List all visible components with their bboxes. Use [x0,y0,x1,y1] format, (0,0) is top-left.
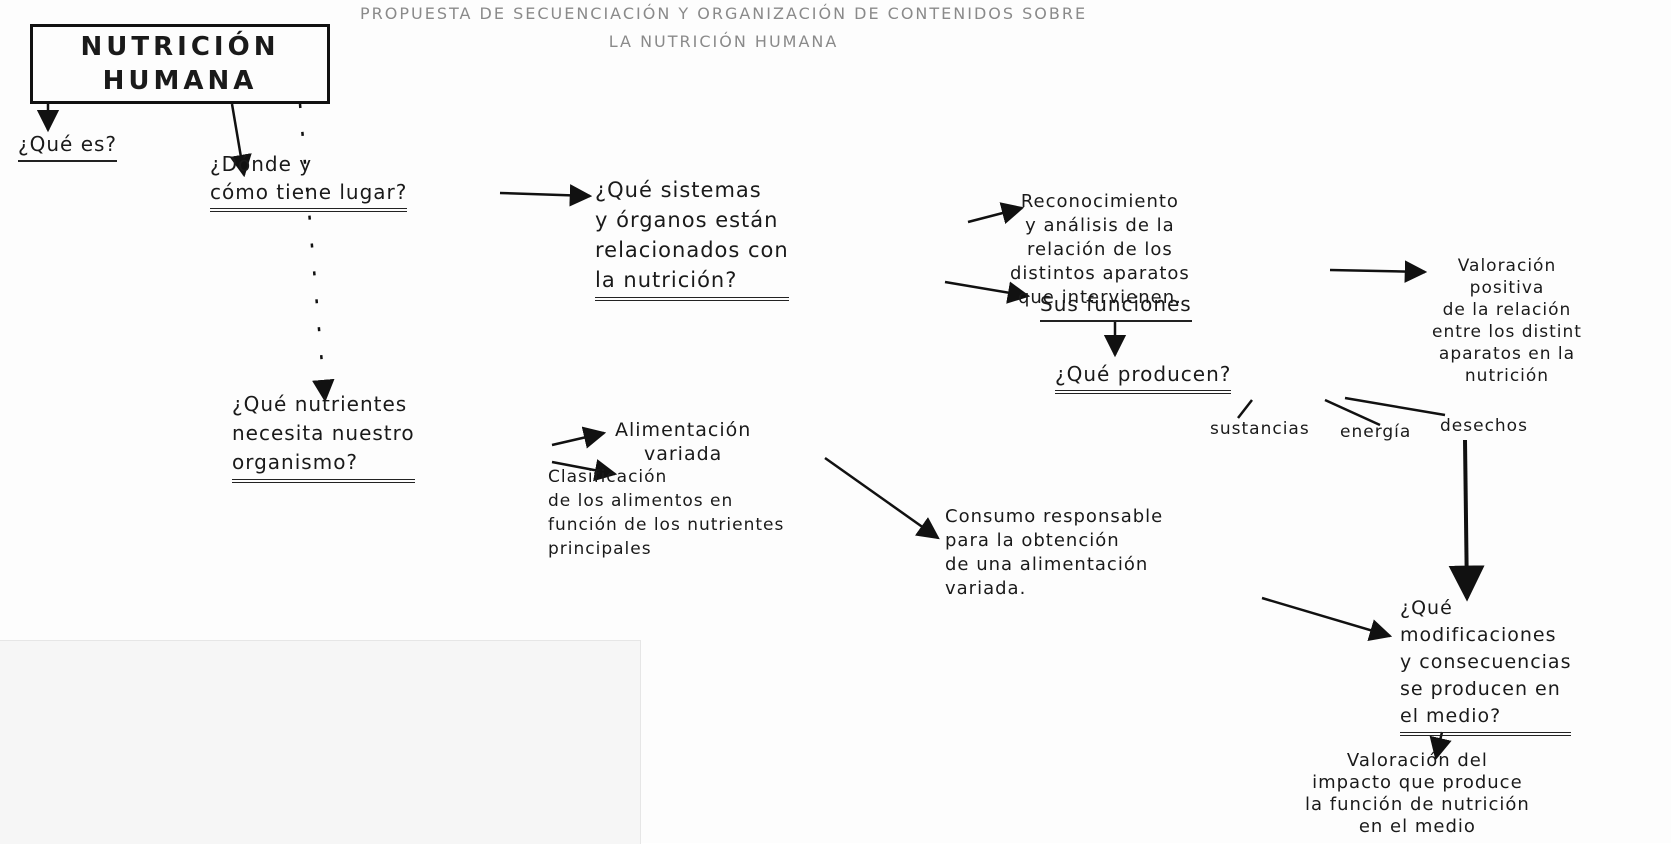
arrow-sistemas-to-reconocimiento [967,202,1025,224]
arrow-modificaciones-to-valoracion-impacto [1429,731,1452,761]
line-producen-to-desechos [1344,396,1446,417]
node-alimentacion-variada: Alimentación variada [615,419,752,465]
arrow-alimentacion-to-consumo [824,456,940,540]
node-energia: energía [1340,422,1412,442]
node-desechos: desechos [1440,416,1528,436]
scan-shadow [0,640,641,844]
arrow-consumo-to-modificaciones [1261,596,1393,642]
line-producen-to-energia [1324,398,1381,427]
node-valoracion-impacto: Valoración del impacto que produce la fu… [1305,750,1530,837]
arrow-desechos-to-modificaciones [1448,439,1485,602]
dashed-root-to-que-nutrientes [298,103,335,403]
arrow-donde-to-sistemas [499,184,593,207]
node-que-nutrientes: ¿Qué nutrientes necesita nuestro organis… [232,390,415,483]
arrow-sistemas-to-funciones [944,280,1031,304]
node-sistemas-organos: ¿Qué sistemas y órganos están relacionad… [595,175,789,301]
node-modificaciones: ¿Qué modificaciones y consecuencias se p… [1400,595,1572,736]
node-reconocimiento: Reconocimiento y análisis de la relación… [1010,191,1190,308]
node-valoracion-positiva: Valoración positiva de la relación entre… [1432,256,1582,386]
arrow-root-to-donde-como [229,103,252,178]
node-consumo-responsable: Consumo responsable para la obtención de… [945,506,1164,599]
arrow-reconocimiento-to-valoracion [1329,260,1428,283]
arrow-nutrientes-to-clasificacion [551,459,618,482]
node-sustancias: sustancias [1210,419,1310,439]
root-concept-box: NUTRICIÓN HUMANA [30,24,330,104]
header-text: PROPUESTA DE SECUENCIACIÓN Y ORGANIZACIÓ… [360,4,1088,51]
line-producen-to-sustancias [1237,399,1253,419]
node-que-es: ¿Qué es? [18,130,118,162]
node-sus-funciones: Sus funciones [1040,290,1192,322]
node-clasificacion: Clasificación de los alimentos en funció… [548,467,785,559]
root-concept-label: NUTRICIÓN HUMANA [80,32,280,96]
arrow-nutrientes-to-alimentacion [551,426,607,449]
node-donde-como: ¿Dónde y cómo tiene lugar? [210,150,408,212]
node-que-producen: ¿Qué producen? [1055,360,1232,394]
